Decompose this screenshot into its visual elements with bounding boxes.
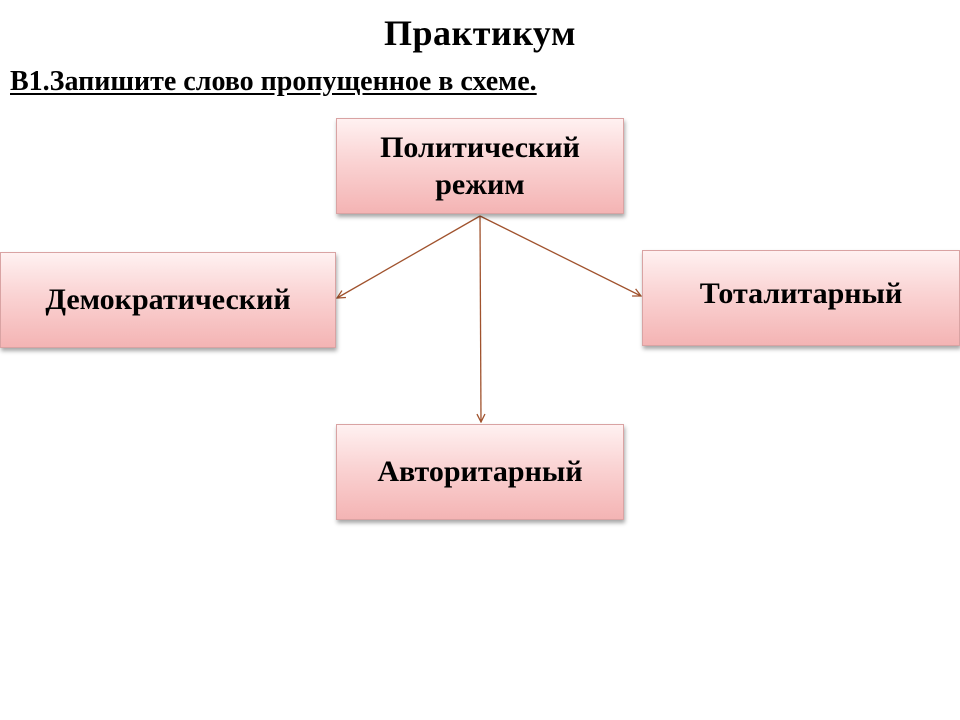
arrow-root-to-right <box>479 215 641 296</box>
node-democratic: Демократический <box>0 252 336 348</box>
node-political-regime-label: Политический режим <box>380 130 580 202</box>
node-totalitarian-label: Тоталитарный <box>699 277 903 311</box>
node-political-regime: Политический режим <box>336 118 624 214</box>
arrow-root-to-left <box>337 215 481 298</box>
node-totalitarian: Тоталитарный <box>642 250 960 346</box>
task-instruction: В1.Запишите слово пропущенное в схеме. <box>10 66 537 97</box>
slide-title: Практикум <box>384 13 576 53</box>
node-democratic-label: Демократический <box>45 283 291 317</box>
node-authoritarian-label: Авторитарный <box>377 455 583 489</box>
arrow-root-to-bottom <box>480 215 481 422</box>
node-authoritarian: Авторитарный <box>336 424 624 520</box>
